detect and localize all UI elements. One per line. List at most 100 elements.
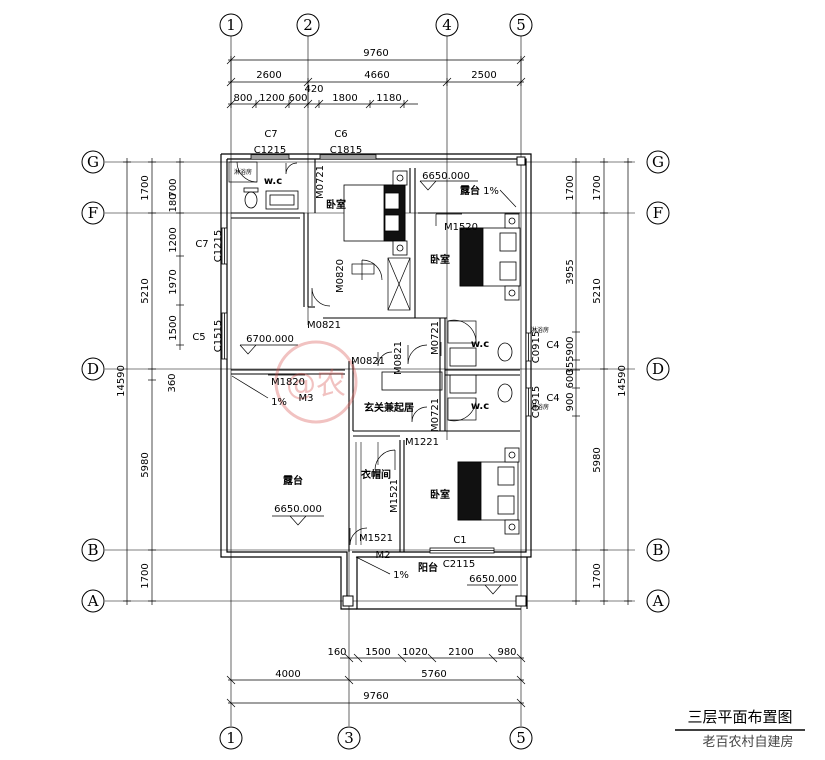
sanitary-fixtures	[243, 187, 513, 403]
door-label-m0821-a: M0821	[307, 320, 341, 331]
svg-text:A: A	[652, 592, 664, 610]
level-label-terrace-sw: 6650.000	[274, 504, 322, 515]
axis-bubble-left-F: F	[81, 201, 105, 225]
axis-bubble-left-G: G	[81, 150, 105, 174]
axis-bubble-top-5: 5	[509, 13, 533, 37]
window-label-c5: C5	[192, 332, 205, 343]
axis-grid-lines	[105, 36, 635, 726]
axis-bubble-right-G: G	[646, 150, 670, 174]
right-dimensions	[572, 158, 632, 605]
level-label-terrace-w: 6700.000	[246, 334, 294, 345]
svg-text:5: 5	[516, 16, 526, 34]
window-label-c7-top: C7	[264, 129, 277, 140]
dim-bottom-row1-4: 2100	[448, 647, 473, 658]
svg-text:B: B	[652, 541, 663, 559]
dim-bottom-row2-1: 4000	[275, 669, 300, 680]
room-label-living: 玄关兼起居	[364, 401, 414, 414]
dim-left-row2-4: 1500	[168, 315, 179, 340]
interior-walls	[231, 159, 520, 552]
svg-text:B: B	[87, 541, 98, 559]
svg-text:4: 4	[442, 16, 452, 34]
door-label-m3: M3	[299, 393, 314, 404]
bed-2	[459, 213, 521, 301]
dim-left-3: 360	[167, 373, 178, 392]
dim-right-row2-3: 900	[565, 336, 576, 355]
axis-bubble-bottom-3: 3	[337, 726, 361, 750]
dim-left-2: 5210	[140, 278, 151, 303]
dim-bottom-row1-3: 1020	[402, 647, 427, 658]
window-label-c6: C6	[334, 129, 347, 140]
door-label-m0721-low: M0721	[430, 398, 441, 432]
window-code-c1215-top: C1215	[254, 145, 286, 156]
dim-bottom-total: 9760	[363, 691, 388, 702]
room-label-closet: 衣帽间	[361, 468, 391, 481]
door-swings	[268, 162, 462, 546]
dim-top-extra: 420	[304, 84, 323, 95]
room-label-terrace-ne: 露台	[460, 184, 480, 197]
room-label-wc-3: w.c	[471, 401, 489, 412]
svg-text:3: 3	[344, 729, 354, 747]
svg-text:2: 2	[303, 16, 313, 34]
dim-right-outer-total: 14590	[617, 365, 628, 397]
svg-text:1: 1	[226, 729, 236, 747]
room-label-wc-2: w.c	[471, 339, 489, 350]
room-label-wc-1: w.c	[264, 176, 282, 187]
axis-bubble-right-D: D	[646, 357, 670, 381]
room-label-balcony: 阳台	[418, 561, 438, 574]
dim-left-extra: 180	[168, 193, 179, 212]
windows	[221, 154, 532, 554]
dim-top-3: 2500	[471, 70, 496, 81]
axis-bubble-left-B: B	[81, 538, 105, 562]
shower-label-1: 淋浴房	[234, 168, 252, 176]
door-label-m0821-c: M0821	[393, 341, 404, 375]
dim-bottom-row2-2: 5760	[421, 669, 446, 680]
dim-right-row2-6: 900	[565, 392, 576, 411]
door-label-m0821-b: M0821	[351, 356, 385, 367]
shower-label-3: 淋浴房	[531, 403, 549, 411]
window-code-c1215-left: C1215	[213, 230, 224, 262]
dim-left-row2-3: 1970	[168, 269, 179, 294]
slope-label-w: 1%	[271, 397, 287, 408]
slope-label-ne: 1%	[483, 186, 499, 197]
window-code-c0915-lower: C0915	[531, 386, 542, 418]
room-label-bedroom-3: 卧室	[430, 488, 450, 501]
dim-left-5: 1700	[140, 563, 151, 588]
room-label-terrace-sw: 露台	[283, 474, 303, 487]
axis-bubble-bottom-5: 5	[509, 726, 533, 750]
door-label-m0820: M0820	[335, 259, 346, 293]
dim-right-row2-5: 600	[565, 369, 576, 388]
axis-bubble-top-4: 4	[435, 13, 459, 37]
door-label-m1520: M1520	[444, 222, 478, 233]
structural-columns	[342, 156, 527, 607]
window-label-c4-lower: C4	[546, 393, 559, 404]
dim-top-row2-2: 1200	[259, 93, 284, 104]
dim-top-row2-4: 1800	[332, 93, 357, 104]
dim-top-total: 9760	[363, 48, 388, 59]
axis-bubble-right-A: A	[646, 589, 670, 613]
slope-arrows	[231, 189, 517, 575]
level-label-terrace-ne: 6650.000	[422, 171, 470, 182]
window-code-c0915-upper: C0915	[531, 331, 542, 363]
left-dimensions	[123, 158, 184, 605]
door-label-m2: M2	[376, 550, 391, 561]
dim-left-1: 1700	[140, 175, 151, 200]
bed-1	[343, 170, 408, 256]
dim-top-1: 2600	[256, 70, 281, 81]
svg-text:5: 5	[516, 729, 526, 747]
watermark-stamp: @农	[274, 340, 358, 424]
window-label-c7-left: C7	[195, 239, 208, 250]
level-marks	[239, 180, 518, 595]
dim-bottom-row1-2: 1500	[365, 647, 390, 658]
axis-bubble-bottom-1: 1	[219, 726, 243, 750]
dim-right-2: 5210	[592, 278, 603, 303]
door-label-m0721-top: M0721	[315, 165, 326, 199]
dim-top-row2-3: 600	[288, 93, 307, 104]
dim-right-4: 1700	[592, 563, 603, 588]
axis-bubble-right-B: B	[646, 538, 670, 562]
svg-text:F: F	[653, 204, 663, 222]
door-label-m1820: M1820	[271, 377, 305, 388]
dim-right-row2-4: 355	[565, 355, 576, 374]
axis-bubble-left-D: D	[81, 357, 105, 381]
svg-text:G: G	[652, 153, 664, 171]
